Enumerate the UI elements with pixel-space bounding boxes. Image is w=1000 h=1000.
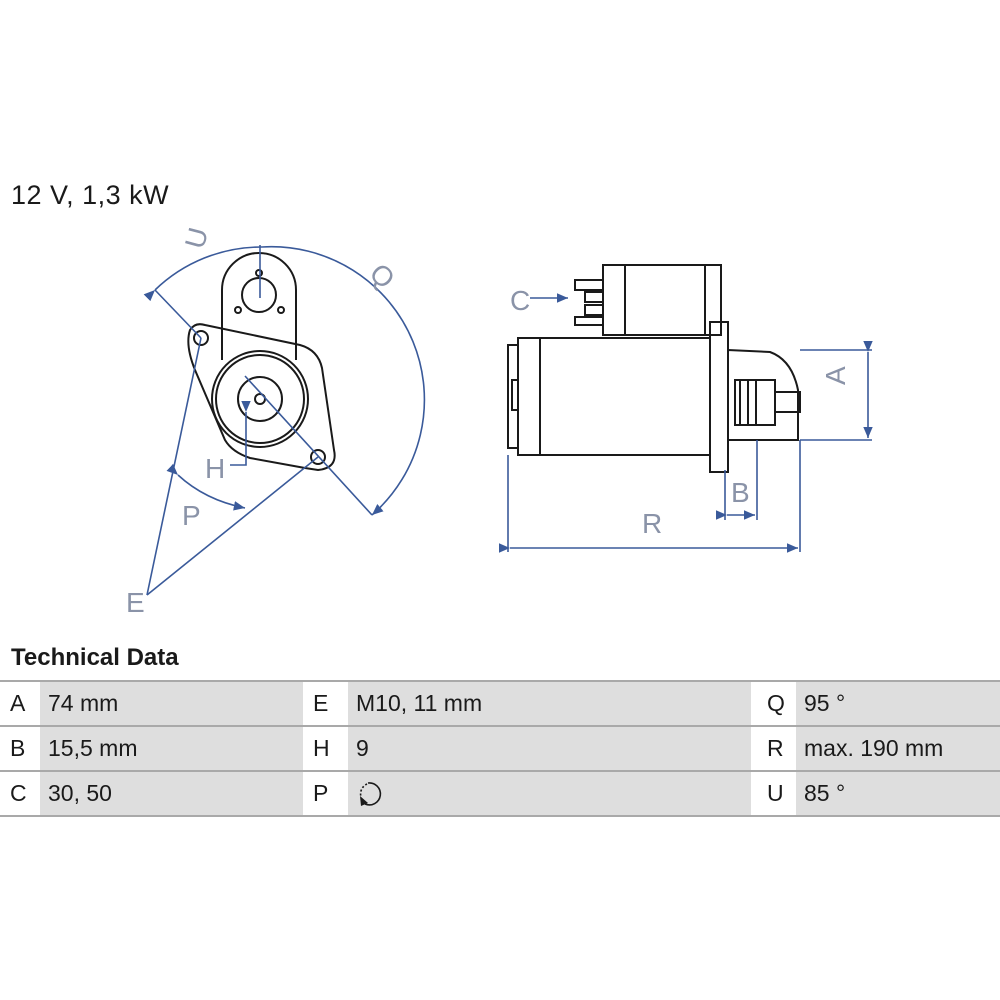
solenoid [602,264,722,336]
solenoid-ear [221,252,297,360]
side-view [507,264,801,473]
label-P: P [182,500,201,531]
drive-nose [727,348,799,441]
value: 30, 50 [40,770,303,817]
technical-data-table: A 74 mm E M10, 11 mm Q 95 ° B 15,5 mm H … [0,680,1000,817]
key: R [751,725,796,772]
label-B: B [731,477,750,508]
value: M10, 11 mm [348,680,751,727]
value: 9 [348,725,751,772]
label-E: E [126,587,145,618]
key: U [751,770,796,817]
label-R: R [642,508,662,539]
key: H [303,725,348,772]
front-dimensions [143,245,426,596]
table-row: C 30, 50 P U 85 ° [0,770,1000,817]
key: B [0,725,40,772]
starter-motor-drawing: U Q H P E C A B R [126,224,873,618]
value [348,770,751,817]
rotation-direction-icon [359,781,382,806]
value: 85 ° [796,770,1000,817]
key: Q [751,680,796,727]
mounting-flange [187,323,336,472]
label-Q: Q [364,257,401,294]
table-row: A 74 mm E M10, 11 mm Q 95 ° [0,680,1000,727]
value: max. 190 mm [796,725,1000,772]
table-row: B 15,5 mm H 9 R max. 190 mm [0,725,1000,772]
value: 95 ° [796,680,1000,727]
label-U: U [179,224,214,252]
technical-data-heading: Technical Data [11,644,179,671]
front-view [187,252,336,472]
label-C: C [510,285,530,316]
key: P [303,770,348,817]
side-dimensions [498,293,873,553]
key: A [0,680,40,727]
value: 74 mm [40,680,303,727]
key: C [0,770,40,817]
product-title: 12 V, 1,3 kW [11,180,170,210]
key: E [303,680,348,727]
flange-plate [709,321,729,473]
value: 15,5 mm [40,725,303,772]
label-A: A [820,366,851,385]
motor-body [517,337,711,456]
label-H: H [205,453,225,484]
